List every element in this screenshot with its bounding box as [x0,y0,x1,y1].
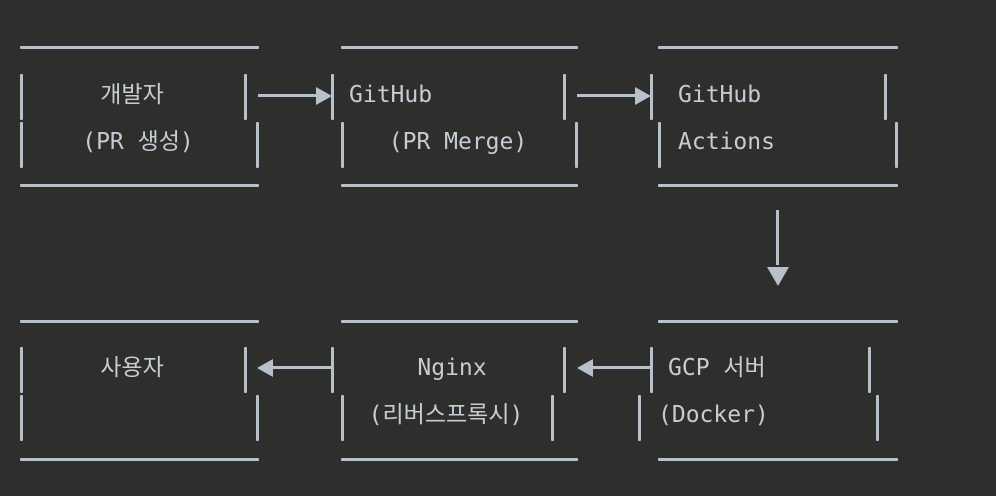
nginx-label-line1: Nginx [417,355,487,381]
edge-gcp-to-nginx-arrowhead [577,359,593,377]
actions-top-border [658,46,898,49]
actions-label-line2: Actions [678,129,775,155]
github-right-border-1 [563,74,566,120]
user-top-border [20,320,259,323]
edge-developer-to-github-arrowhead [316,87,332,105]
developer-right-border-2 [256,122,259,168]
actions-right-border-1 [884,74,887,120]
nginx-bottom-border [341,458,578,461]
edge-nginx-to-user-shaft [273,366,333,369]
nginx-left-border-1 [331,347,334,393]
gcp-left-border-1 [650,347,653,393]
github-label-line2: (PR Merge) [388,129,528,155]
developer-bottom-border [20,184,259,187]
actions-bottom-border [658,184,898,187]
user-right-border-1 [244,347,247,393]
edge-github-to-actions-arrowhead [635,87,651,105]
edge-gcp-to-nginx-shaft [593,366,651,369]
user-label-line1: 사용자 [100,355,164,381]
developer-label-line2: (PR 생성) [82,129,194,155]
nginx-right-border-1 [563,347,566,393]
edge-github-to-actions-shaft [577,94,637,97]
user-left-border-1 [20,347,23,393]
developer-right-border-1 [244,74,247,120]
gcp-right-border-1 [868,347,871,393]
gcp-left-border-2 [638,395,641,441]
github-label-line1: GitHub [349,82,433,108]
edge-actions-to-gcp-arrowhead [767,267,789,286]
actions-left-border-2 [658,122,661,168]
gcp-top-border [658,320,898,323]
github-bottom-border [341,184,578,187]
github-left-border-2 [341,122,344,168]
edge-developer-to-github-shaft [258,94,318,97]
user-right-border-2 [256,395,259,441]
actions-right-border-2 [895,122,898,168]
actions-label-line1: GitHub [678,82,762,108]
nginx-left-border-2 [341,395,344,441]
edge-actions-to-gcp-shaft [776,210,779,265]
actions-left-border-1 [650,74,653,120]
developer-left-border-2 [20,122,23,168]
nginx-label-line2: (리버스프록시) [368,402,524,428]
github-left-border-1 [331,74,334,120]
gcp-label-line1: GCP 서버 [668,355,766,381]
developer-left-border-1 [20,74,23,120]
user-bottom-border [20,458,259,461]
gcp-label-line2: (Docker) [658,402,769,428]
developer-top-border [20,46,259,49]
edge-nginx-to-user-arrowhead [257,359,273,377]
nginx-top-border [341,320,578,323]
github-right-border-2 [575,122,578,168]
nginx-right-border-2 [551,395,554,441]
developer-label-line1: 개발자 [100,82,164,108]
user-left-border-2 [20,395,23,441]
gcp-bottom-border [658,458,898,461]
github-top-border [341,46,578,49]
gcp-right-border-2 [876,395,879,441]
